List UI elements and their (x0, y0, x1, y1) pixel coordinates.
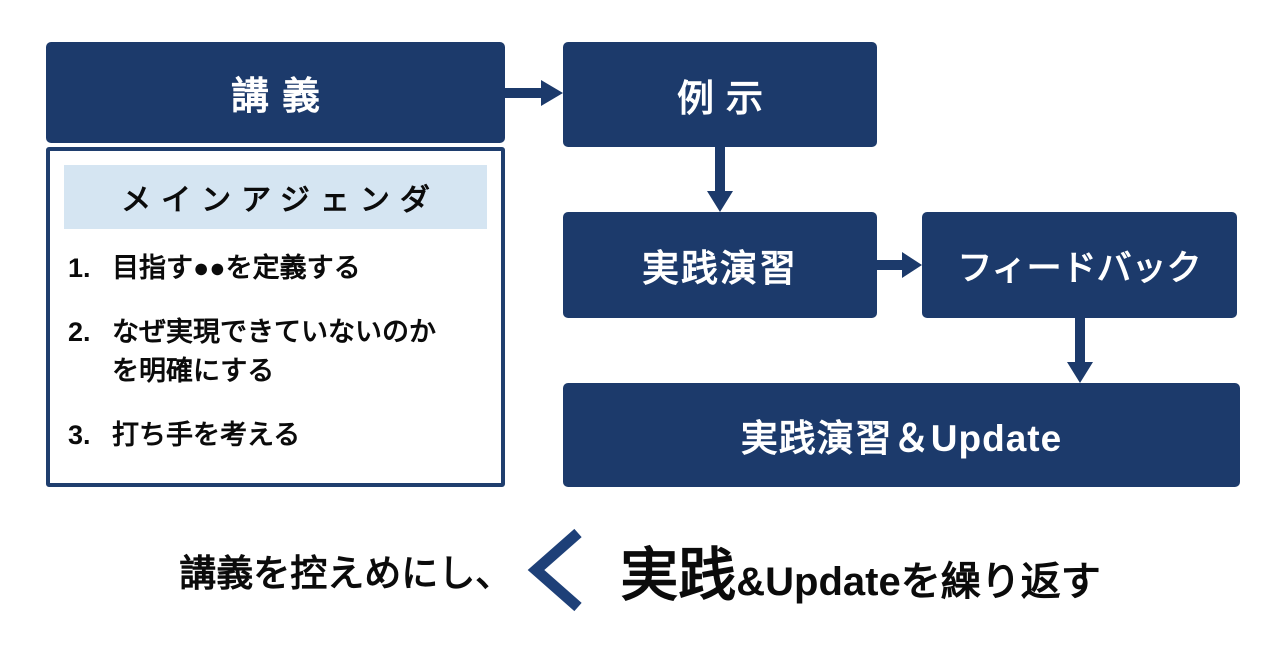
caption-right-tail: を繰り返す (900, 559, 1101, 604)
caption-right-big: 実践 (620, 542, 737, 608)
agenda-item-2-line-2: を明確にする (112, 355, 275, 386)
agenda-item-2-text: なぜ実現できていないのか を明確にする (112, 313, 436, 390)
feedback-box: フィードバック (922, 212, 1237, 318)
agenda-list: 1. 目指す●●を定義する 2. なぜ実現できていないのか を明確にする 3. … (50, 249, 501, 454)
arrow-right-lecture-to-example-icon (505, 80, 563, 106)
agenda-item-3: 3. 打ち手を考える (68, 416, 487, 454)
lecture-label: 講義 (230, 76, 333, 118)
example-label: 例示 (677, 77, 775, 119)
agenda-item-2-line-1: なぜ実現できていないのか (112, 317, 436, 348)
arrow-right-practice-to-feedback-icon (877, 252, 922, 278)
caption-row: 講義を控えめにし、 実践&Updateを繰り返す (0, 512, 1280, 627)
practice-box: 実践演習 (563, 212, 877, 318)
agenda-item-3-line-1: 打ち手を考える (112, 419, 301, 450)
agenda-item-1-number: 1. (68, 253, 91, 283)
agenda-header-label: メインアジェンダ (121, 184, 440, 217)
agenda-header: メインアジェンダ (64, 165, 487, 229)
agenda-item-2-number: 2. (68, 317, 91, 348)
agenda-item-2: 2. なぜ実現できていないのか を明確にする (68, 313, 487, 390)
agenda-item-3-number: 3. (68, 419, 91, 450)
agenda-item-1-text: 目指す●●を定義する (112, 249, 361, 287)
lecture-box: 講義 (46, 42, 505, 143)
agenda-item-1: 1. 目指す●●を定義する (68, 249, 487, 287)
feedback-label: フィードバック (957, 248, 1202, 288)
arrow-down-feedback-to-update-icon (1067, 318, 1093, 383)
example-box: 例示 (563, 42, 877, 147)
practice-update-box: 実践演習＆Update (563, 383, 1240, 487)
caption-left-phrase: 講義を控えめにし、 (179, 552, 513, 594)
less-than-icon (527, 528, 582, 611)
agenda-item-1-line-1: 目指す●●を定義する (112, 253, 361, 283)
caption-right-mid: &Update (736, 559, 901, 604)
agenda-item-3-text: 打ち手を考える (112, 416, 300, 454)
practice-update-label: 実践演習＆Update (740, 418, 1063, 459)
arrow-down-example-to-practice-icon (707, 147, 733, 212)
caption-right-phrase: 実践&Updateを繰り返す (620, 528, 1100, 612)
practice-label: 実践演習 (642, 248, 798, 289)
agenda-box: メインアジェンダ 1. 目指す●●を定義する 2. なぜ実現できていないのか を… (46, 147, 505, 487)
